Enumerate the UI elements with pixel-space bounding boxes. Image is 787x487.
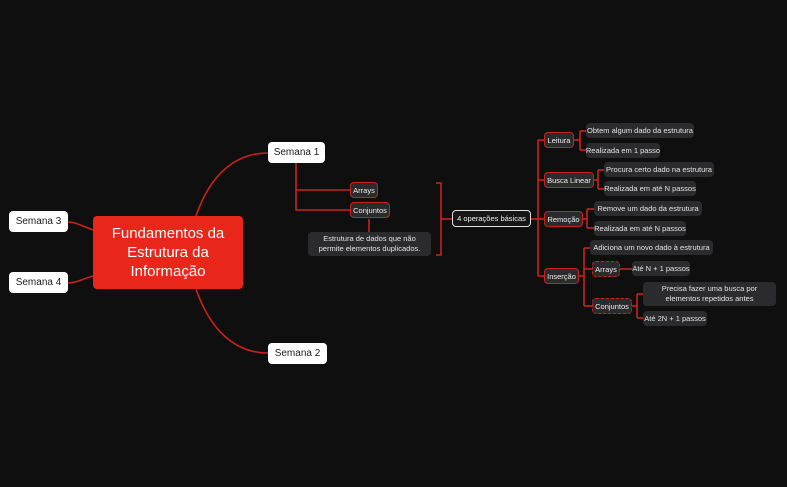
topic-label: Arrays	[353, 185, 375, 195]
remocao-item-2[interactable]: Realizada em até N passos	[594, 221, 686, 236]
insercao-conjuntos[interactable]: Conjuntos	[592, 298, 632, 314]
branch-label: Semana 1	[273, 147, 320, 158]
op-remocao[interactable]: Remoção	[544, 211, 583, 227]
branch-label: Semana 3	[15, 216, 62, 227]
item-text: Obtem algum dado da estrutura	[587, 125, 693, 135]
topic-label: Conjuntos	[595, 301, 629, 311]
item-text: Precisa fazer uma busca por elementos re…	[661, 284, 758, 303]
branch-label: Semana 4	[15, 277, 62, 288]
item-text: Realizada em 1 passo	[585, 145, 661, 155]
op-insercao[interactable]: Inserção	[544, 268, 579, 284]
op-busca-linear[interactable]: Busca Linear	[544, 172, 594, 188]
leitura-item-1[interactable]: Obtem algum dado da estrutura	[586, 123, 694, 138]
item-text: Procura certo dado na estrutura	[606, 164, 712, 174]
topic-label: Conjuntos	[353, 205, 387, 215]
topic-label: Arrays	[595, 264, 617, 274]
op-label: Busca Linear	[547, 175, 591, 185]
insercao-desc[interactable]: Adiciona um novo dado à estrutura	[590, 240, 713, 255]
item-text: Realizada em até N passos	[594, 223, 686, 233]
item-text: Até 2N + 1 passos	[644, 313, 706, 323]
branch-semana-4[interactable]: Semana 4	[9, 272, 68, 293]
topic-4-operacoes[interactable]: 4 operações básicas	[452, 210, 531, 227]
insercao-arrays-cost[interactable]: Até N + 1 passos	[632, 261, 690, 276]
root-topic[interactable]: Fundamentos da Estrutura da Informação	[93, 216, 243, 289]
topic-label: 4 operações básicas	[457, 214, 526, 223]
op-label: Inserção	[547, 271, 576, 281]
item-text: Remove um dado da estrutura	[597, 203, 699, 213]
busca-item-1[interactable]: Procura certo dado na estrutura	[604, 162, 714, 177]
op-label: Leitura	[547, 135, 571, 145]
branch-semana-2[interactable]: Semana 2	[268, 343, 327, 364]
topic-arrays[interactable]: Arrays	[350, 182, 378, 198]
branch-label: Semana 2	[274, 348, 321, 359]
leitura-item-2[interactable]: Realizada em 1 passo	[586, 143, 660, 158]
insercao-conjuntos-note[interactable]: Precisa fazer uma busca por elementos re…	[643, 282, 776, 306]
topic-conjuntos[interactable]: Conjuntos	[350, 202, 390, 218]
op-label: Remoção	[547, 214, 580, 224]
remocao-item-1[interactable]: Remove um dado da estrutura	[594, 201, 702, 216]
note-text: Estrutura de dados que não permite eleme…	[318, 234, 421, 253]
item-text: Adiciona um novo dado à estrutura	[593, 242, 710, 252]
item-text: Até N + 1 passos	[632, 263, 690, 273]
branch-semana-3[interactable]: Semana 3	[9, 211, 68, 232]
op-leitura[interactable]: Leitura	[544, 132, 574, 148]
branch-semana-1[interactable]: Semana 1	[268, 142, 325, 163]
note-conjuntos[interactable]: Estrutura de dados que não permite eleme…	[308, 232, 431, 256]
root-topic-label: Fundamentos da Estrutura da Informação	[111, 225, 225, 280]
insercao-conjuntos-cost[interactable]: Até 2N + 1 passos	[643, 311, 707, 326]
insercao-arrays[interactable]: Arrays	[592, 261, 620, 277]
item-text: Realizada em até N passos	[604, 183, 696, 193]
busca-item-2[interactable]: Realizada em até N passos	[604, 181, 696, 196]
